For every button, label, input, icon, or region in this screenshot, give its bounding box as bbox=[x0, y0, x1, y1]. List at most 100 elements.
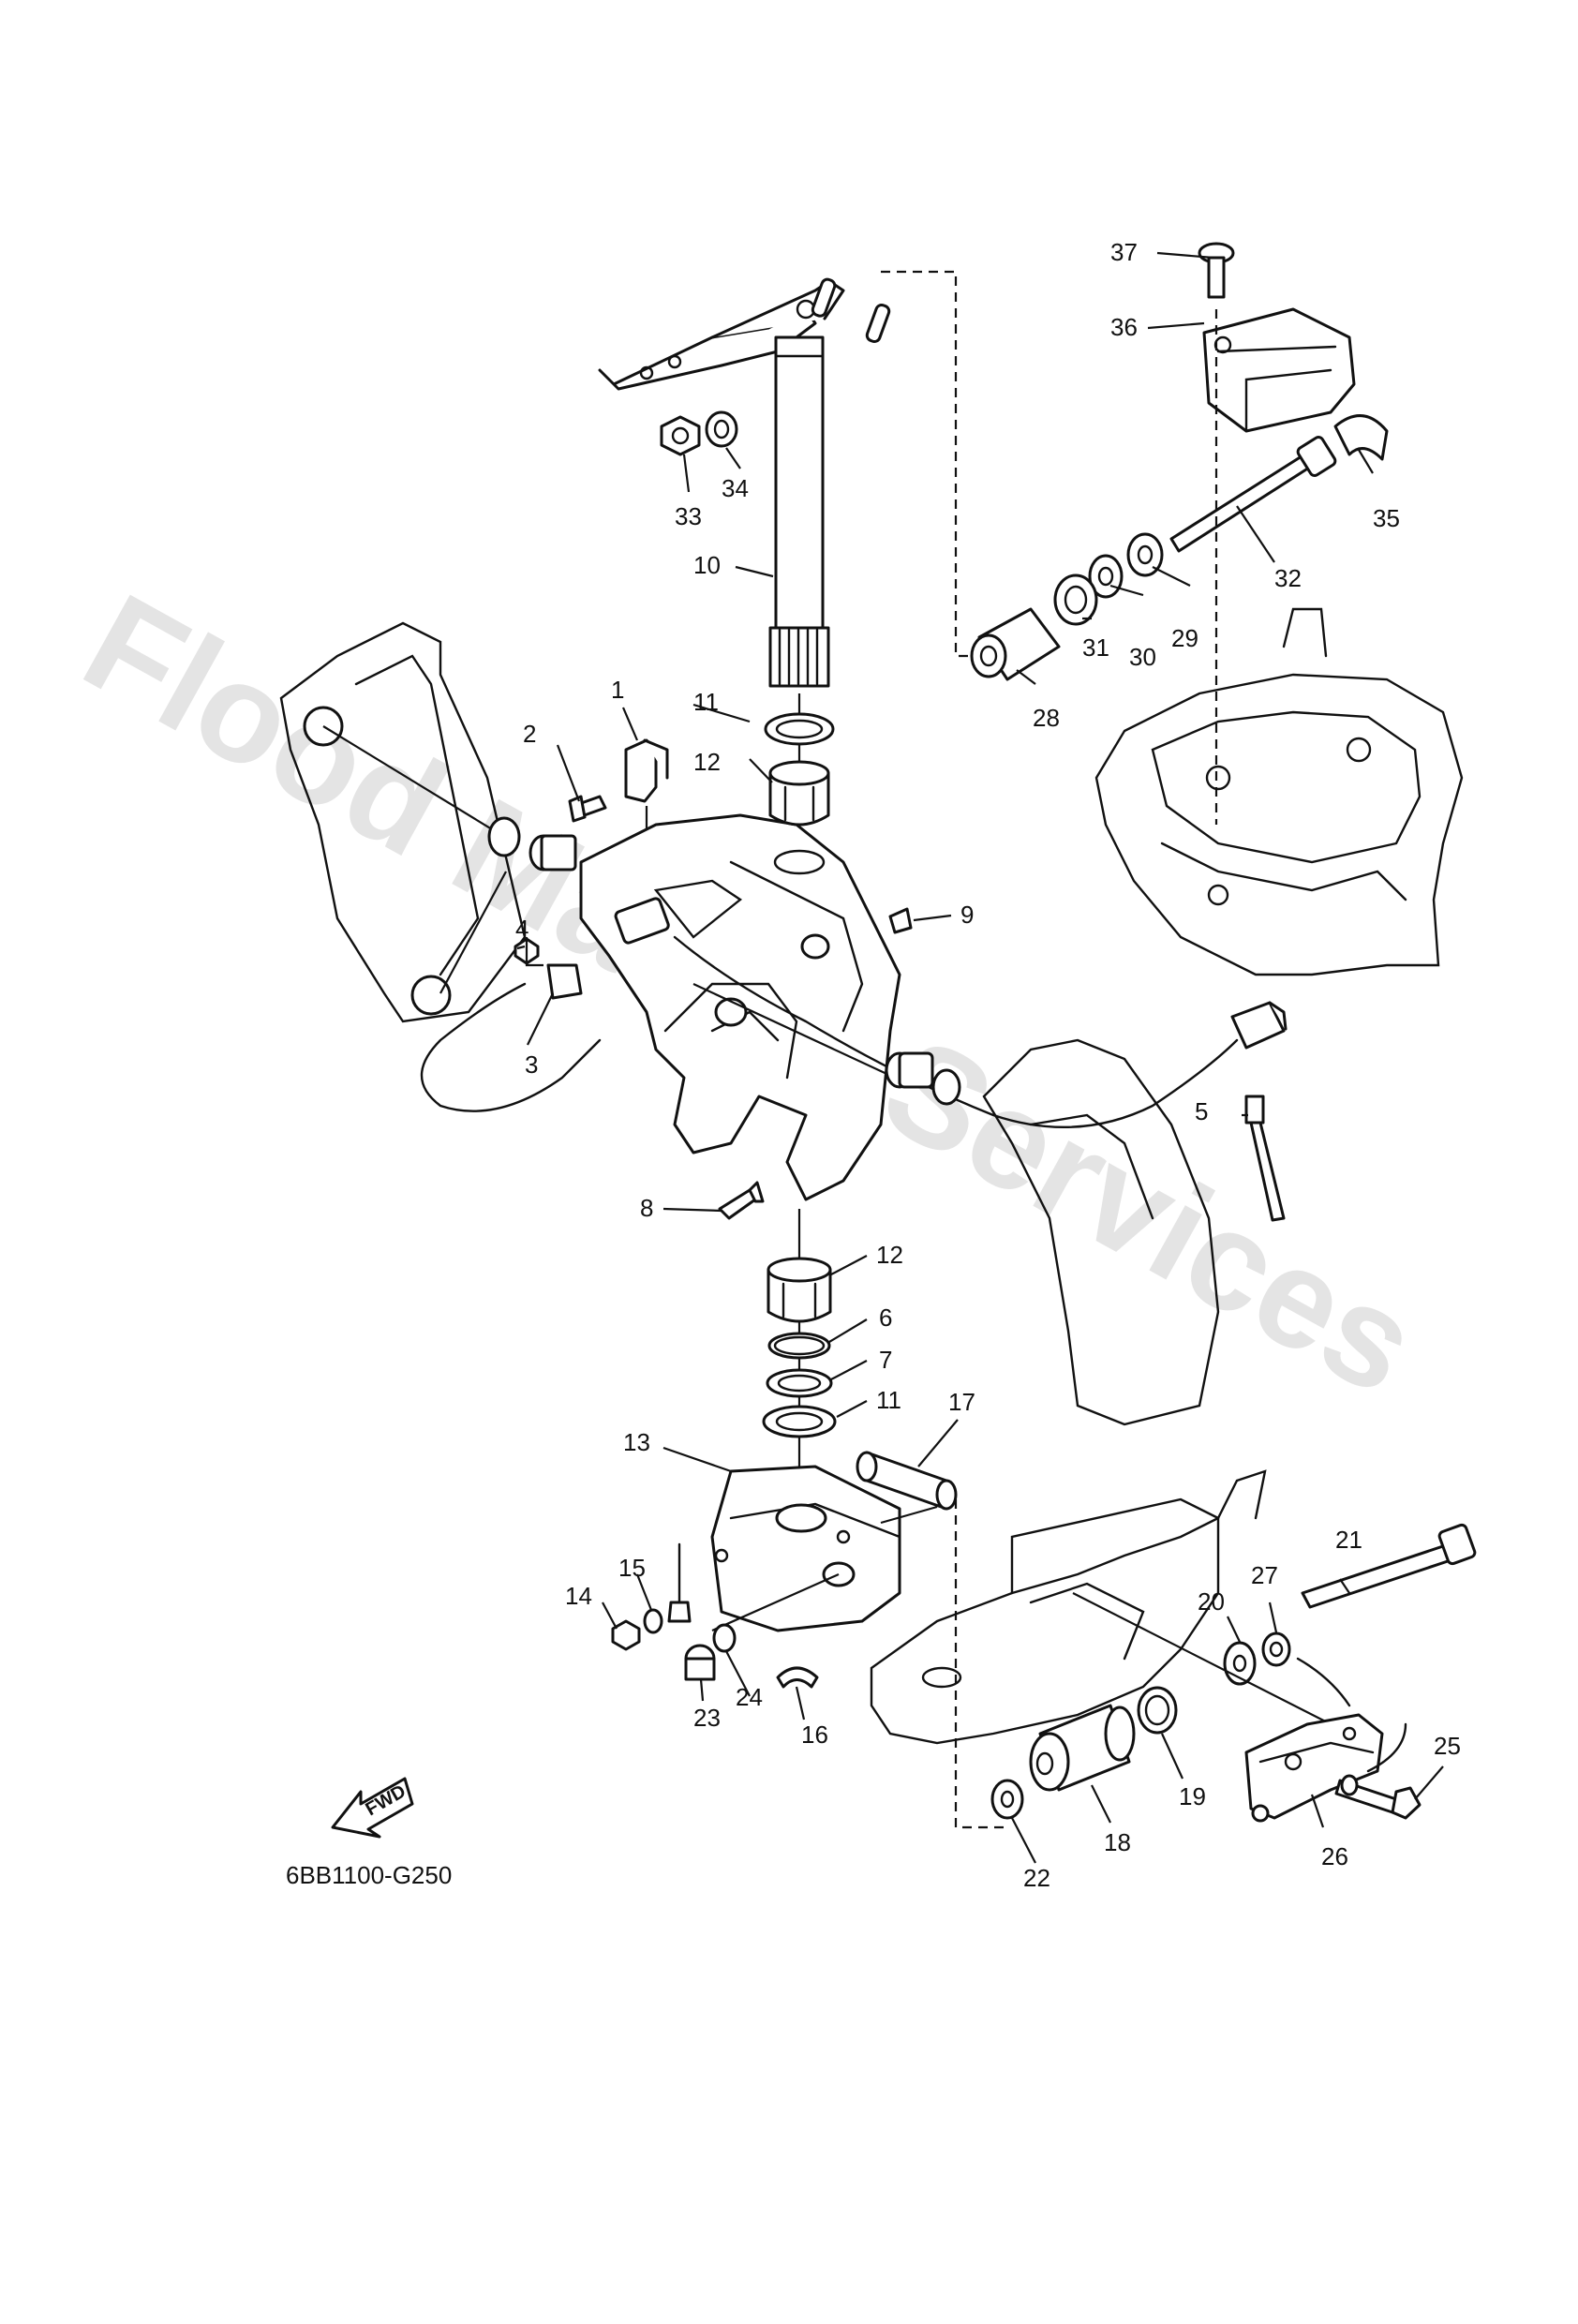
lower-casing bbox=[870, 1469, 1267, 1745]
steering-shaft bbox=[768, 335, 830, 688]
connector-housing bbox=[1230, 1001, 1288, 1050]
callout-22: 22 bbox=[1023, 1864, 1050, 1892]
bolt-37 bbox=[1198, 242, 1235, 299]
thru-line-upper bbox=[322, 725, 493, 830]
callout-29: 29 bbox=[1171, 624, 1198, 652]
thru-line-lower-bolt bbox=[1072, 1592, 1350, 1735]
lower-cowling-side bbox=[982, 1038, 1220, 1426]
washer-11-lower bbox=[762, 1405, 837, 1438]
callout-12-upper: 12 bbox=[693, 748, 721, 776]
callout-34: 34 bbox=[722, 474, 749, 502]
bushing-17 bbox=[856, 1451, 958, 1511]
washer-34 bbox=[705, 410, 738, 448]
lower-mount-housing-13 bbox=[710, 1465, 901, 1632]
o-ring-6 bbox=[767, 1332, 831, 1360]
callout-12-lower: 12 bbox=[876, 1241, 903, 1269]
thru-line-mid bbox=[692, 983, 896, 1079]
callout-27: 27 bbox=[1251, 1561, 1278, 1589]
nut-33 bbox=[660, 415, 701, 456]
callout-10: 10 bbox=[693, 551, 721, 579]
callout-1: 1 bbox=[611, 676, 624, 704]
callout-23: 23 bbox=[693, 1704, 721, 1732]
bush-31 bbox=[1053, 574, 1098, 626]
fwd-arrow-icon: FWD bbox=[331, 1777, 414, 1839]
collar-35 bbox=[1333, 414, 1389, 461]
bushing-12-upper bbox=[768, 760, 830, 827]
callout-11-upper: 11 bbox=[693, 688, 719, 716]
callout-30: 30 bbox=[1129, 643, 1156, 671]
circlip-16 bbox=[776, 1666, 819, 1689]
mount-rubber-18 bbox=[1029, 1704, 1136, 1792]
washer-7 bbox=[766, 1368, 833, 1398]
callout-28: 28 bbox=[1033, 704, 1060, 732]
callout-37: 37 bbox=[1110, 238, 1138, 266]
callout-11-lower: 11 bbox=[876, 1386, 901, 1414]
washer-15 bbox=[643, 1608, 663, 1634]
callout-31: 31 bbox=[1082, 633, 1109, 662]
bolt-32 bbox=[1169, 436, 1337, 553]
callout-15: 15 bbox=[618, 1554, 646, 1582]
steering-arm bbox=[598, 277, 891, 391]
plastic-tie-5 bbox=[1244, 1095, 1286, 1222]
callout-24: 24 bbox=[736, 1683, 763, 1711]
upper-mount-cover-36 bbox=[1202, 307, 1356, 433]
lower-axis-16 bbox=[711, 1572, 840, 1632]
callout-17: 17 bbox=[948, 1388, 975, 1416]
callout-6: 6 bbox=[879, 1304, 892, 1332]
callout-35: 35 bbox=[1373, 504, 1400, 532]
dash-bracket-lower bbox=[954, 1499, 1007, 1829]
lower-mount-bracket-26 bbox=[1244, 1713, 1384, 1823]
lead-4-down bbox=[525, 937, 543, 967]
diagram-code: 6BB1100-G250 bbox=[286, 1861, 452, 1889]
dash-bracket-right bbox=[881, 270, 979, 658]
callout-20: 20 bbox=[1198, 1587, 1225, 1616]
thru-line-lower bbox=[439, 871, 507, 994]
washer-left bbox=[487, 816, 521, 857]
callout-32: 32 bbox=[1274, 564, 1302, 592]
callout-18: 18 bbox=[1104, 1828, 1131, 1856]
washer-19 bbox=[1137, 1686, 1178, 1735]
screw-8 bbox=[718, 1181, 765, 1220]
leader-lines bbox=[516, 251, 1444, 1864]
callout-4: 4 bbox=[515, 915, 528, 943]
callout-9: 9 bbox=[960, 901, 974, 929]
bolt-2 bbox=[568, 795, 607, 823]
ground-wire-lower bbox=[667, 1542, 692, 1623]
callout-3: 3 bbox=[525, 1050, 538, 1079]
screw-14 bbox=[611, 1619, 641, 1651]
washer-29 bbox=[1126, 532, 1164, 577]
clip-9 bbox=[888, 907, 913, 934]
ground-lead-3 bbox=[420, 963, 602, 1112]
callout-36: 36 bbox=[1110, 313, 1138, 341]
callout-8: 8 bbox=[640, 1194, 653, 1222]
callout-14: 14 bbox=[565, 1582, 592, 1610]
callout-2: 2 bbox=[523, 720, 536, 748]
callout-5: 5 bbox=[1195, 1097, 1208, 1125]
wire-harness bbox=[673, 935, 1239, 1129]
ground-wire-26 bbox=[1296, 1657, 1407, 1773]
nut-27 bbox=[1261, 1631, 1291, 1667]
callout-33: 33 bbox=[675, 502, 702, 530]
washer-22 bbox=[990, 1779, 1024, 1820]
washer-24 bbox=[712, 1623, 737, 1653]
nut-23 bbox=[684, 1644, 716, 1681]
callouts: 37 36 35 34 33 32 31 30 29 28 10 11 12 1… bbox=[515, 238, 1461, 1892]
callout-26: 26 bbox=[1321, 1842, 1348, 1870]
bushing-mid bbox=[885, 1051, 934, 1089]
exhaust-guide-housing bbox=[1094, 607, 1464, 976]
bushing-left bbox=[528, 834, 577, 872]
clamp-1 bbox=[624, 738, 669, 803]
callout-19: 19 bbox=[1179, 1782, 1206, 1810]
bolt-25 bbox=[1334, 1774, 1422, 1820]
lower-axis-cross bbox=[880, 1505, 938, 1525]
callout-21: 21 bbox=[1335, 1526, 1362, 1554]
mount-rubber-28 bbox=[970, 607, 1061, 681]
callout-16: 16 bbox=[801, 1721, 828, 1749]
callout-13: 13 bbox=[623, 1428, 650, 1456]
callout-7: 7 bbox=[879, 1346, 892, 1374]
bolt-21 bbox=[1301, 1523, 1477, 1609]
washer-11-upper bbox=[764, 712, 835, 746]
callout-25: 25 bbox=[1434, 1732, 1461, 1760]
bushing-12-lower bbox=[767, 1257, 832, 1323]
